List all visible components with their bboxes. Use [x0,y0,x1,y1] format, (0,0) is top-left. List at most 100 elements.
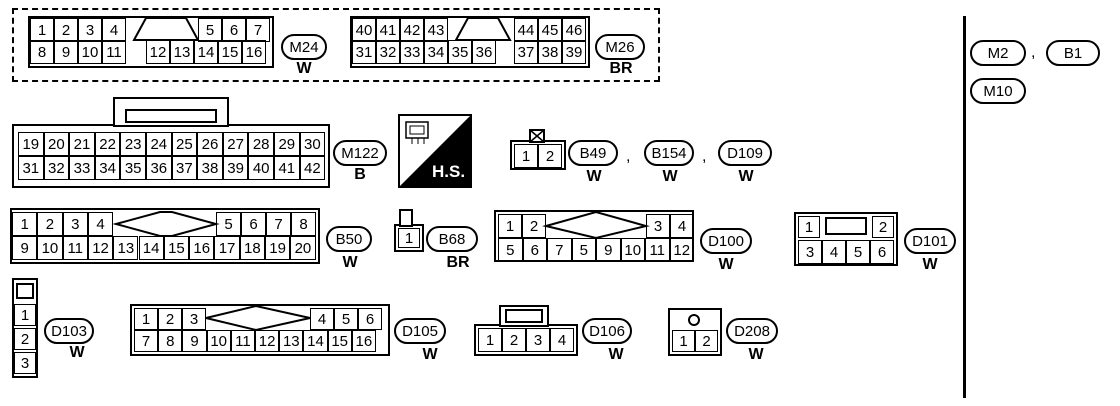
pin-cell: 44 [514,18,538,42]
pin-cell: 13 [279,330,304,352]
pin-cell: 1 [514,144,538,168]
wire-color-label: W [69,344,85,361]
separator: , [702,148,707,165]
connector-id-badge: D100 [700,228,752,254]
pin-cell: 14 [138,236,164,260]
connector-latch [125,109,217,123]
pin-cell: 38 [197,156,223,180]
connector-id: B154 [651,144,687,162]
separator: , [626,148,631,165]
pin-cell: 12 [146,40,170,64]
pin-cell: 28 [248,132,274,156]
pin-cell: 6 [522,238,547,262]
pin-cell: 33 [69,156,95,180]
connector-id-badge: B1 [1046,40,1100,66]
wire-color-label: W [608,346,624,363]
pin-cell: 16 [351,330,376,352]
pin-cell: 45 [538,18,562,42]
pin-cell: 40 [352,18,376,42]
pin-cell: 15 [163,236,190,260]
pin-cell: 26 [197,132,223,156]
connector-id-badge: D103 [44,318,94,344]
connector-latch [113,97,229,127]
pin-cell: 1 [672,330,695,352]
pin-cell: 14 [194,40,218,64]
pin-cell: 10 [206,330,231,352]
pin-cell: 4 [550,328,574,352]
pin-cell: 10 [78,40,102,64]
pin-cell: 1 [30,18,54,42]
pin-cell: 10 [37,236,63,260]
connector-id: D109 [727,144,763,162]
pin-cell: 7 [266,212,291,236]
connector-id-badge: M10 [970,78,1026,104]
connector-id: M122 [341,144,379,162]
pin-cell: 10 [620,238,645,262]
connector-id-badge: B50 [326,226,372,252]
connector-group-frame [12,8,660,82]
pin-cell: 19 [265,236,291,260]
pin-cell: 40 [248,156,274,180]
connector-id: M2 [987,44,1009,62]
wire-color-label: BR [446,254,470,271]
hs-symbol: H.S. [398,114,472,188]
pin-cell: 5 [846,240,870,264]
connector-id-badge: M26 [595,34,645,60]
pin-cell: 2 [54,18,78,42]
pin-cell: 3 [798,240,822,264]
pin-cell: 11 [102,40,126,64]
pin-cell: 42 [400,18,424,42]
pin-cell: 32 [43,156,70,180]
connector-id: D105 [402,322,438,340]
pin-cell: 5 [498,238,523,262]
pin-cell: 23 [120,132,146,156]
wire-color-label: BR [609,60,633,77]
wire-color-label: W [422,346,438,363]
connector-id-badge: B68 [426,226,478,252]
pin-cell: 4 [102,18,126,42]
pin-cell: 41 [274,156,300,180]
connector-id: D208 [734,322,770,340]
pin-cell: 7 [246,18,270,42]
connector-id: B68 [438,230,466,248]
connector-id-badge: B49 [568,140,618,166]
connector-id-badge: M24 [281,34,327,60]
pin-cell: 2 [37,212,63,236]
connector-id: D106 [589,322,625,340]
pin-cell: 1 [798,216,820,238]
pin-cell: 41 [376,18,400,42]
pin-cell: 12 [87,236,114,260]
pin-cell: 5 [334,308,358,330]
pin-cell: 6 [241,212,266,236]
wire-color-label: W [718,256,734,273]
pin-cell: 8 [30,40,54,64]
pin-cell: 2 [158,308,182,330]
connector-id: B1 [1063,44,1083,62]
pin-cell: 11 [645,238,670,262]
pin-cell: 37 [171,156,198,180]
separator: , [1031,44,1036,61]
pin-cell: 2 [14,328,36,350]
pin-cell: 35 [448,40,472,64]
connector-id-badge: D101 [904,228,956,254]
pin-cell: 2 [695,330,718,352]
pin-cell: 25 [171,132,198,156]
connector-id: M10 [983,82,1013,100]
pin-cell: 3 [646,214,670,238]
pin-cell: 15 [218,40,242,64]
wire-color-label: B [354,166,366,183]
pin-cell: 1 [478,328,502,352]
pin-cell: 5 [198,18,222,42]
pin-cell: 33 [400,40,424,64]
pin-cell: 1 [398,228,420,248]
connector-latch [499,305,549,327]
connector-id-badge: B154 [644,140,694,166]
pin-cell: 11 [62,236,88,260]
pin-cell: 39 [222,156,249,180]
pin-cell: 31 [352,40,376,64]
pin-cell: 43 [424,18,448,42]
connector-id: B50 [335,230,363,248]
divider-line [963,16,966,398]
wire-color-label: W [586,168,602,185]
pin-cell: 20 [43,132,70,156]
